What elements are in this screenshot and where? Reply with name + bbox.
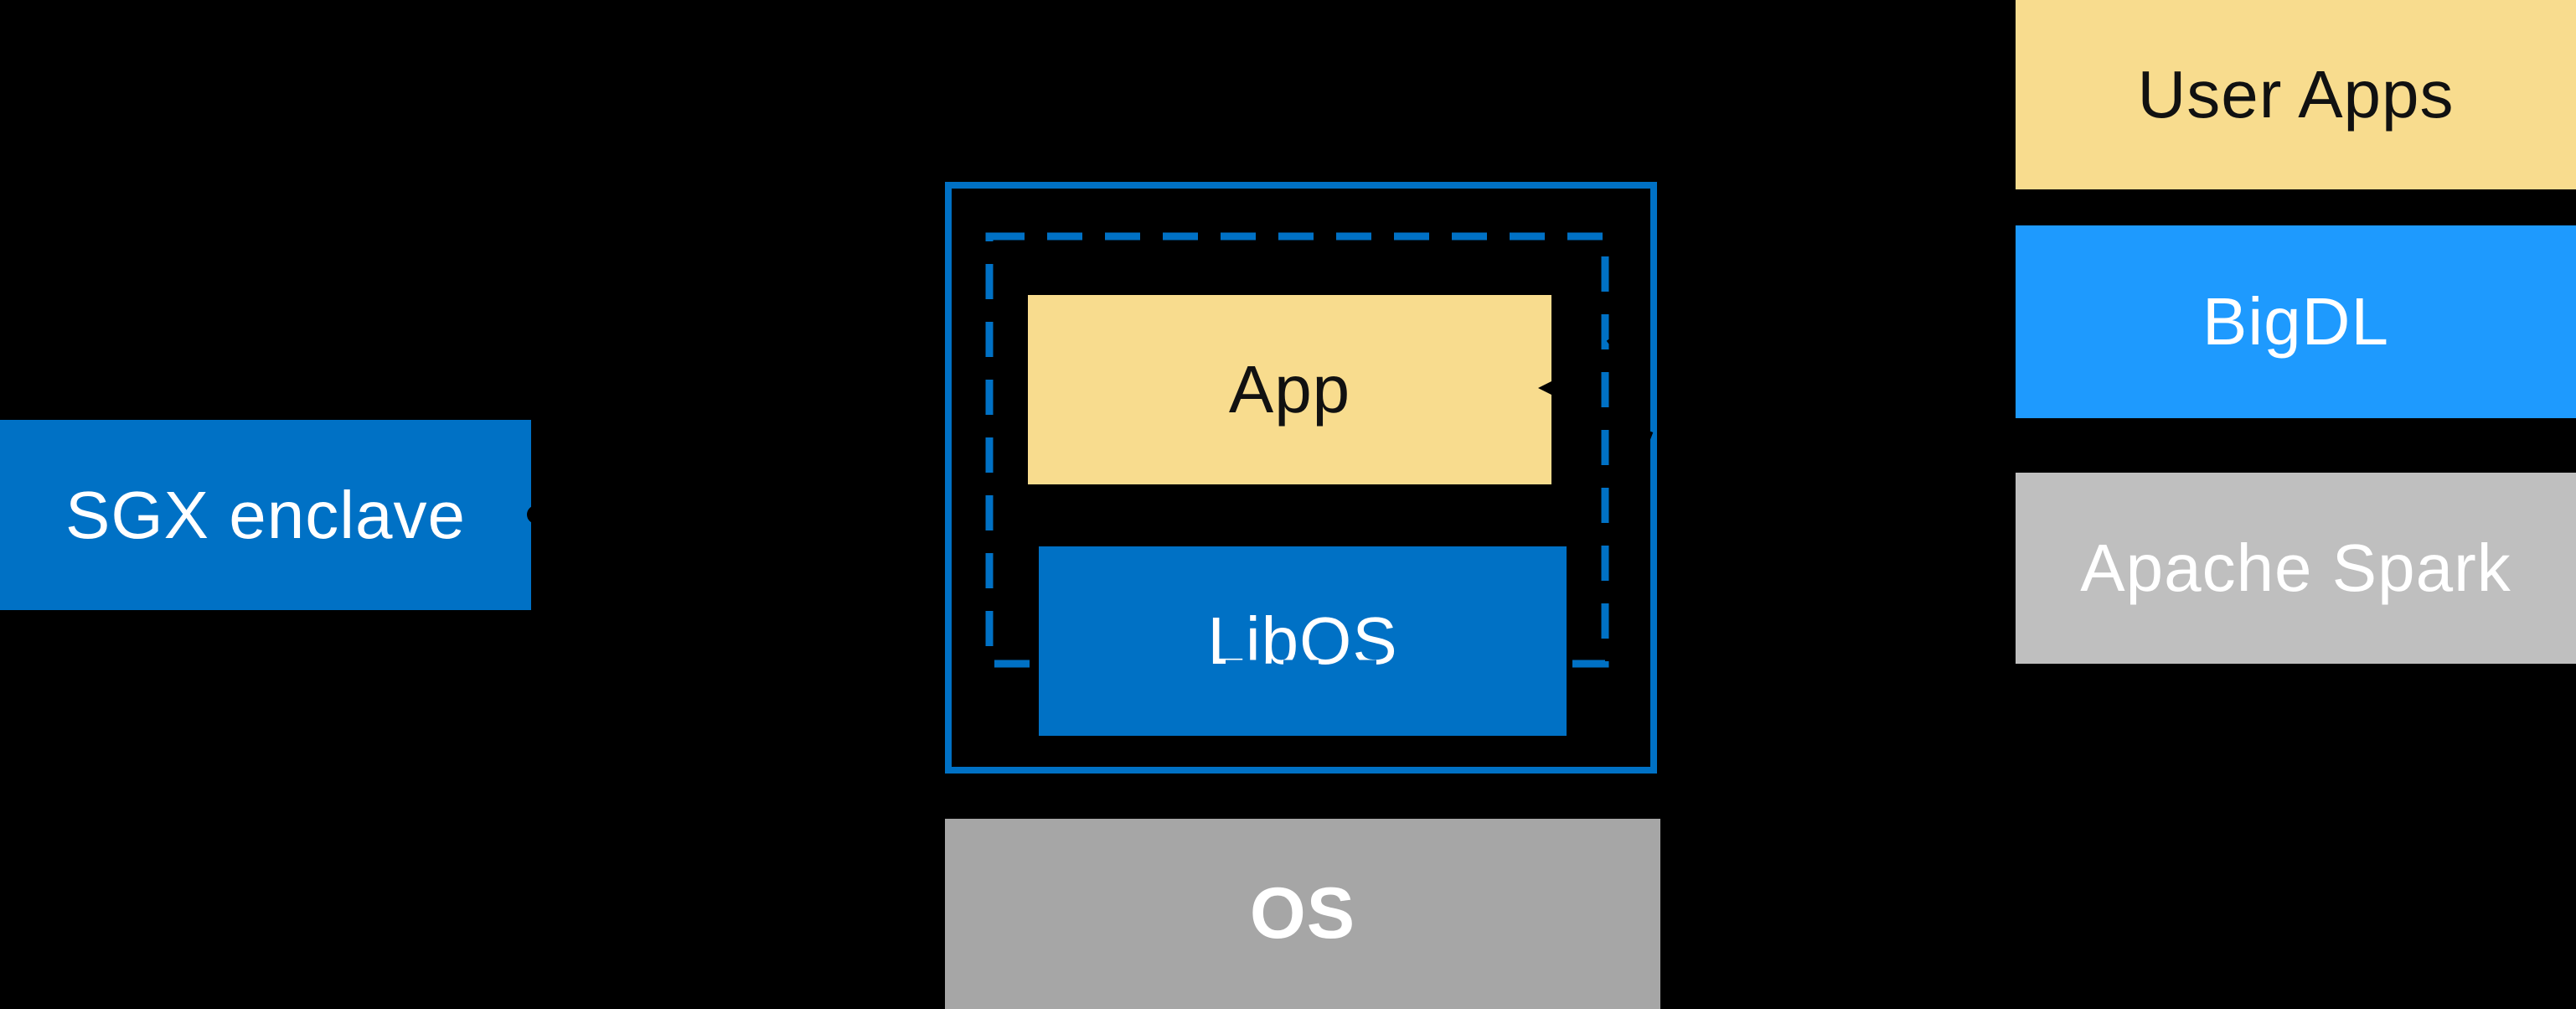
libos-label: LibOS bbox=[1207, 603, 1398, 678]
bigdl-label: BigDL bbox=[2202, 284, 2389, 359]
sgx-enclave-label: SGX enclave bbox=[65, 477, 466, 552]
os-box: OS bbox=[945, 819, 1660, 1009]
os-label: OS bbox=[1249, 873, 1356, 954]
user-apps-box: User Apps bbox=[2016, 0, 2576, 189]
app-box: App bbox=[1028, 295, 1551, 484]
libos-box: LibOS bbox=[1039, 546, 1567, 736]
user-apps-label: User Apps bbox=[2137, 57, 2455, 132]
bigdl-box: BigDL bbox=[2016, 225, 2576, 418]
sgx-enclave-label-box: SGX enclave bbox=[0, 420, 531, 610]
app-label: App bbox=[1228, 352, 1351, 427]
apache-spark-label: Apache Spark bbox=[2080, 530, 2511, 605]
apache-spark-box: Apache Spark bbox=[2016, 473, 2576, 664]
